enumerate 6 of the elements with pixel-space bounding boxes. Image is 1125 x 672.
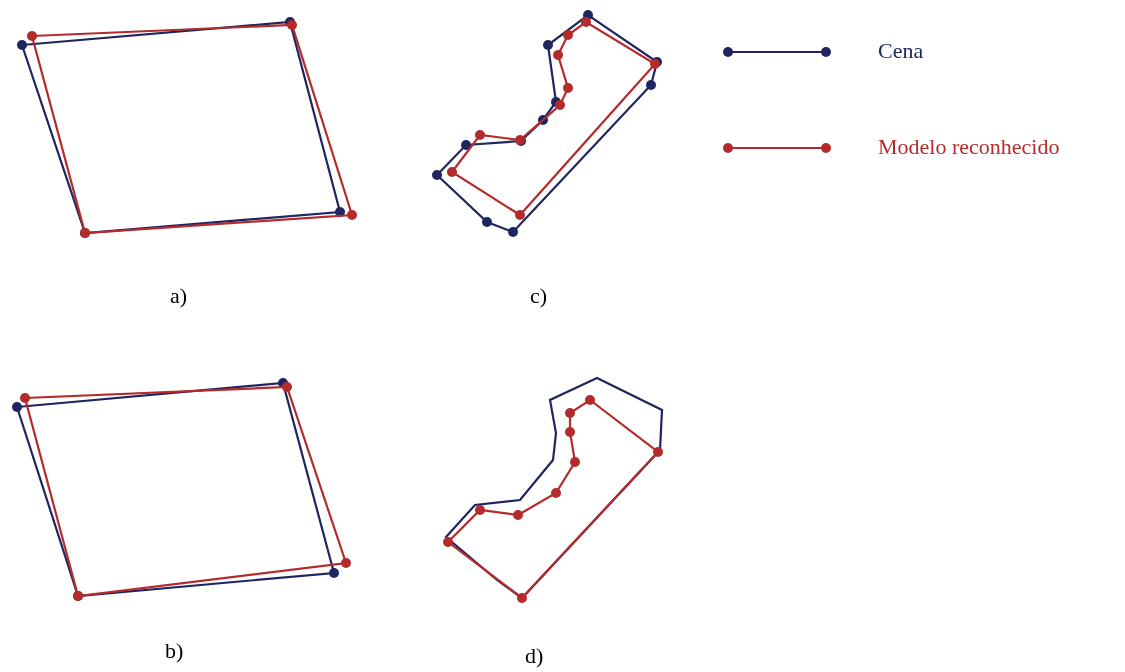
panel-label: b): [165, 640, 184, 662]
legend-label: Modelo reconhecido: [878, 136, 1060, 158]
panel-label: a): [170, 285, 188, 307]
legend-label: Cena: [878, 40, 924, 62]
panel-label: d): [525, 645, 544, 667]
panel-label: c): [530, 285, 548, 307]
